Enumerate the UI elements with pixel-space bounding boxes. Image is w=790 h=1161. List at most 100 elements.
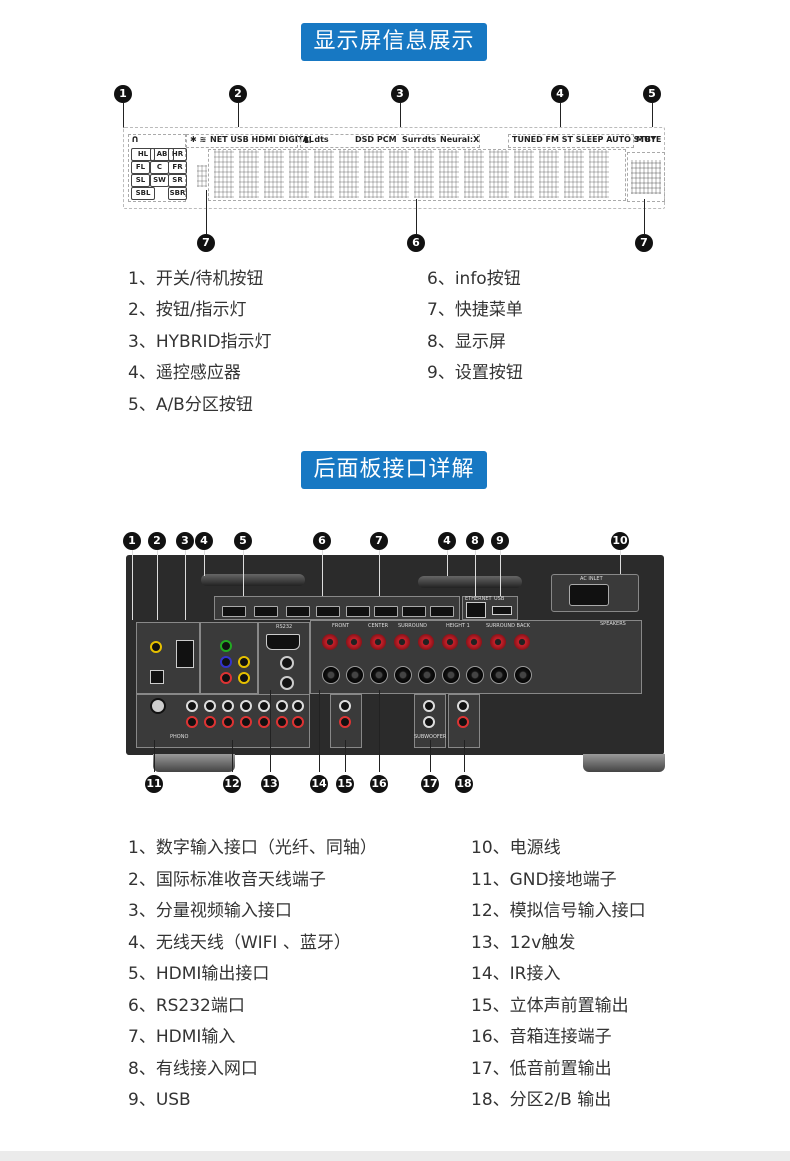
- display-item-3: 3、HYBRID指示灯: [128, 332, 272, 352]
- channel-fr: FR: [168, 161, 187, 174]
- channel-ab: AB: [150, 148, 174, 161]
- speaker-terminal-sbl-plus[interactable]: [514, 634, 530, 650]
- rear-item-11: 11、GND接地端子: [471, 870, 617, 890]
- hdmi-in-6[interactable]: [430, 606, 454, 617]
- trigger-12v-jack[interactable]: [280, 656, 294, 670]
- analog-in-7r[interactable]: [292, 716, 304, 728]
- ir-in-jack[interactable]: [280, 676, 294, 690]
- channel-hr: HR: [168, 148, 187, 161]
- analog-in-3l[interactable]: [222, 700, 234, 712]
- analog-in-5l[interactable]: [258, 700, 270, 712]
- pre-out-front-l[interactable]: [339, 700, 351, 712]
- speaker-terminal-fl-plus[interactable]: [346, 634, 362, 650]
- speaker-terminal-fr-minus[interactable]: [322, 666, 340, 684]
- hdmi-out-2[interactable]: [254, 606, 278, 617]
- analog-in-6r[interactable]: [276, 716, 288, 728]
- zone2-out-r[interactable]: [457, 716, 469, 728]
- channel-sr: SR: [168, 174, 187, 187]
- analog-in-7l[interactable]: [292, 700, 304, 712]
- subwoofer-out-2[interactable]: [423, 716, 435, 728]
- component-pb-input[interactable]: [220, 656, 232, 668]
- coaxial-input[interactable]: [150, 641, 162, 653]
- zone2-out-l[interactable]: [457, 700, 469, 712]
- fm-am-antenna-terminal[interactable]: [176, 640, 194, 668]
- display-item-1: 1、开关/待机按钮: [128, 269, 264, 289]
- speaker-terminal-hl-plus[interactable]: [466, 634, 482, 650]
- analog-in-4l[interactable]: [240, 700, 252, 712]
- rear-item-2: 2、国际标准收音天线端子: [128, 870, 326, 890]
- gnd-terminal[interactable]: [150, 698, 166, 714]
- rear-badge-12: 12: [223, 775, 241, 793]
- component-pr-input[interactable]: [220, 672, 232, 684]
- display-badge-5: 5: [643, 85, 661, 103]
- display-item-4: 4、遥控感应器: [128, 363, 241, 383]
- pre-out-front-r[interactable]: [339, 716, 351, 728]
- wireless-antenna-left[interactable]: [201, 574, 305, 586]
- rear-badge-10: 10: [611, 532, 629, 550]
- video-input-2[interactable]: [238, 672, 250, 684]
- optical-input[interactable]: [150, 670, 164, 684]
- indicator-dsd-pcm: DSD PCM: [355, 135, 397, 144]
- display-item-9: 9、设置按钮: [427, 363, 523, 383]
- display-badge-6: 6: [407, 234, 425, 252]
- rear-badge-4a: 4: [195, 532, 213, 550]
- speaker-terminal-sr-minus[interactable]: [394, 666, 412, 684]
- indicator-group-4: TUNED FM ST SLEEP AUTO STBY: [512, 135, 657, 144]
- subwoofer-out-1[interactable]: [423, 700, 435, 712]
- ethernet-port[interactable]: [466, 602, 486, 618]
- component-y-input[interactable]: [220, 640, 232, 652]
- speaker-terminal-fr-plus[interactable]: [322, 634, 338, 650]
- display-section-title: 显示屏信息展示: [301, 23, 487, 61]
- rear-badge-11: 11: [145, 775, 163, 793]
- speaker-terminal-hr-plus[interactable]: [442, 634, 458, 650]
- analog-in-5r[interactable]: [258, 716, 270, 728]
- rear-section-title: 后面板接口详解: [301, 451, 487, 489]
- usb-port[interactable]: [492, 606, 512, 615]
- speaker-terminal-c-minus[interactable]: [370, 666, 388, 684]
- analog-in-3r[interactable]: [222, 716, 234, 728]
- display-item-2: 2、按钮/指示灯: [128, 300, 247, 320]
- height-speaker-label: HEIGHT 1: [446, 623, 470, 629]
- rs232-port[interactable]: [266, 634, 300, 650]
- speaker-terminal-sr-plus[interactable]: [394, 634, 410, 650]
- speaker-terminal-hr-minus[interactable]: [442, 666, 460, 684]
- rear-item-4: 4、无线天线（WIFI 、蓝牙）: [128, 933, 351, 953]
- display-item-8: 8、显示屏: [427, 332, 506, 352]
- analog-in-4r[interactable]: [240, 716, 252, 728]
- wireless-antenna-right[interactable]: [418, 576, 522, 588]
- video-input-1[interactable]: [238, 656, 250, 668]
- analog-in-1r[interactable]: [186, 716, 198, 728]
- surround-back-label: SURROUND BACK: [486, 623, 531, 629]
- display-badge-1: 1: [114, 85, 132, 103]
- hdmi-out-main[interactable]: [222, 606, 246, 617]
- hdmi-in-4[interactable]: [374, 606, 398, 617]
- speaker-terminal-fl-minus[interactable]: [346, 666, 364, 684]
- rear-item-1: 1、数字输入接口（光纤、同轴）: [128, 838, 377, 858]
- rear-badge-3: 3: [176, 532, 194, 550]
- speaker-terminal-sbr-minus[interactable]: [490, 666, 508, 684]
- speaker-terminal-sbl-minus[interactable]: [514, 666, 532, 684]
- rear-badge-13: 13: [261, 775, 279, 793]
- analog-in-2r[interactable]: [204, 716, 216, 728]
- footer-bar: [0, 1151, 790, 1161]
- rear-badge-7: 7: [370, 532, 388, 550]
- speaker-terminal-c-plus[interactable]: [370, 634, 386, 650]
- hdmi-in-3[interactable]: [346, 606, 370, 617]
- display-badge-3: 3: [391, 85, 409, 103]
- analog-in-1l[interactable]: [186, 700, 198, 712]
- phono-label: PHONO: [170, 734, 189, 740]
- rear-item-9: 9、USB: [128, 1090, 191, 1110]
- ac-inlet-socket[interactable]: [569, 584, 609, 606]
- rear-item-5: 5、HDMI输出接口: [128, 964, 270, 984]
- hdmi-in-2[interactable]: [316, 606, 340, 617]
- hdmi-in-1[interactable]: [286, 606, 310, 617]
- rear-badge-6: 6: [313, 532, 331, 550]
- speaker-terminal-sbr-plus[interactable]: [490, 634, 506, 650]
- bt-wifi-icon: ✱ ≋: [190, 135, 207, 144]
- speaker-terminal-hl-minus[interactable]: [466, 666, 484, 684]
- analog-in-2l[interactable]: [204, 700, 216, 712]
- speaker-terminal-sl-minus[interactable]: [418, 666, 436, 684]
- speaker-terminal-sl-plus[interactable]: [418, 634, 434, 650]
- analog-in-6l[interactable]: [276, 700, 288, 712]
- hdmi-in-5[interactable]: [402, 606, 426, 617]
